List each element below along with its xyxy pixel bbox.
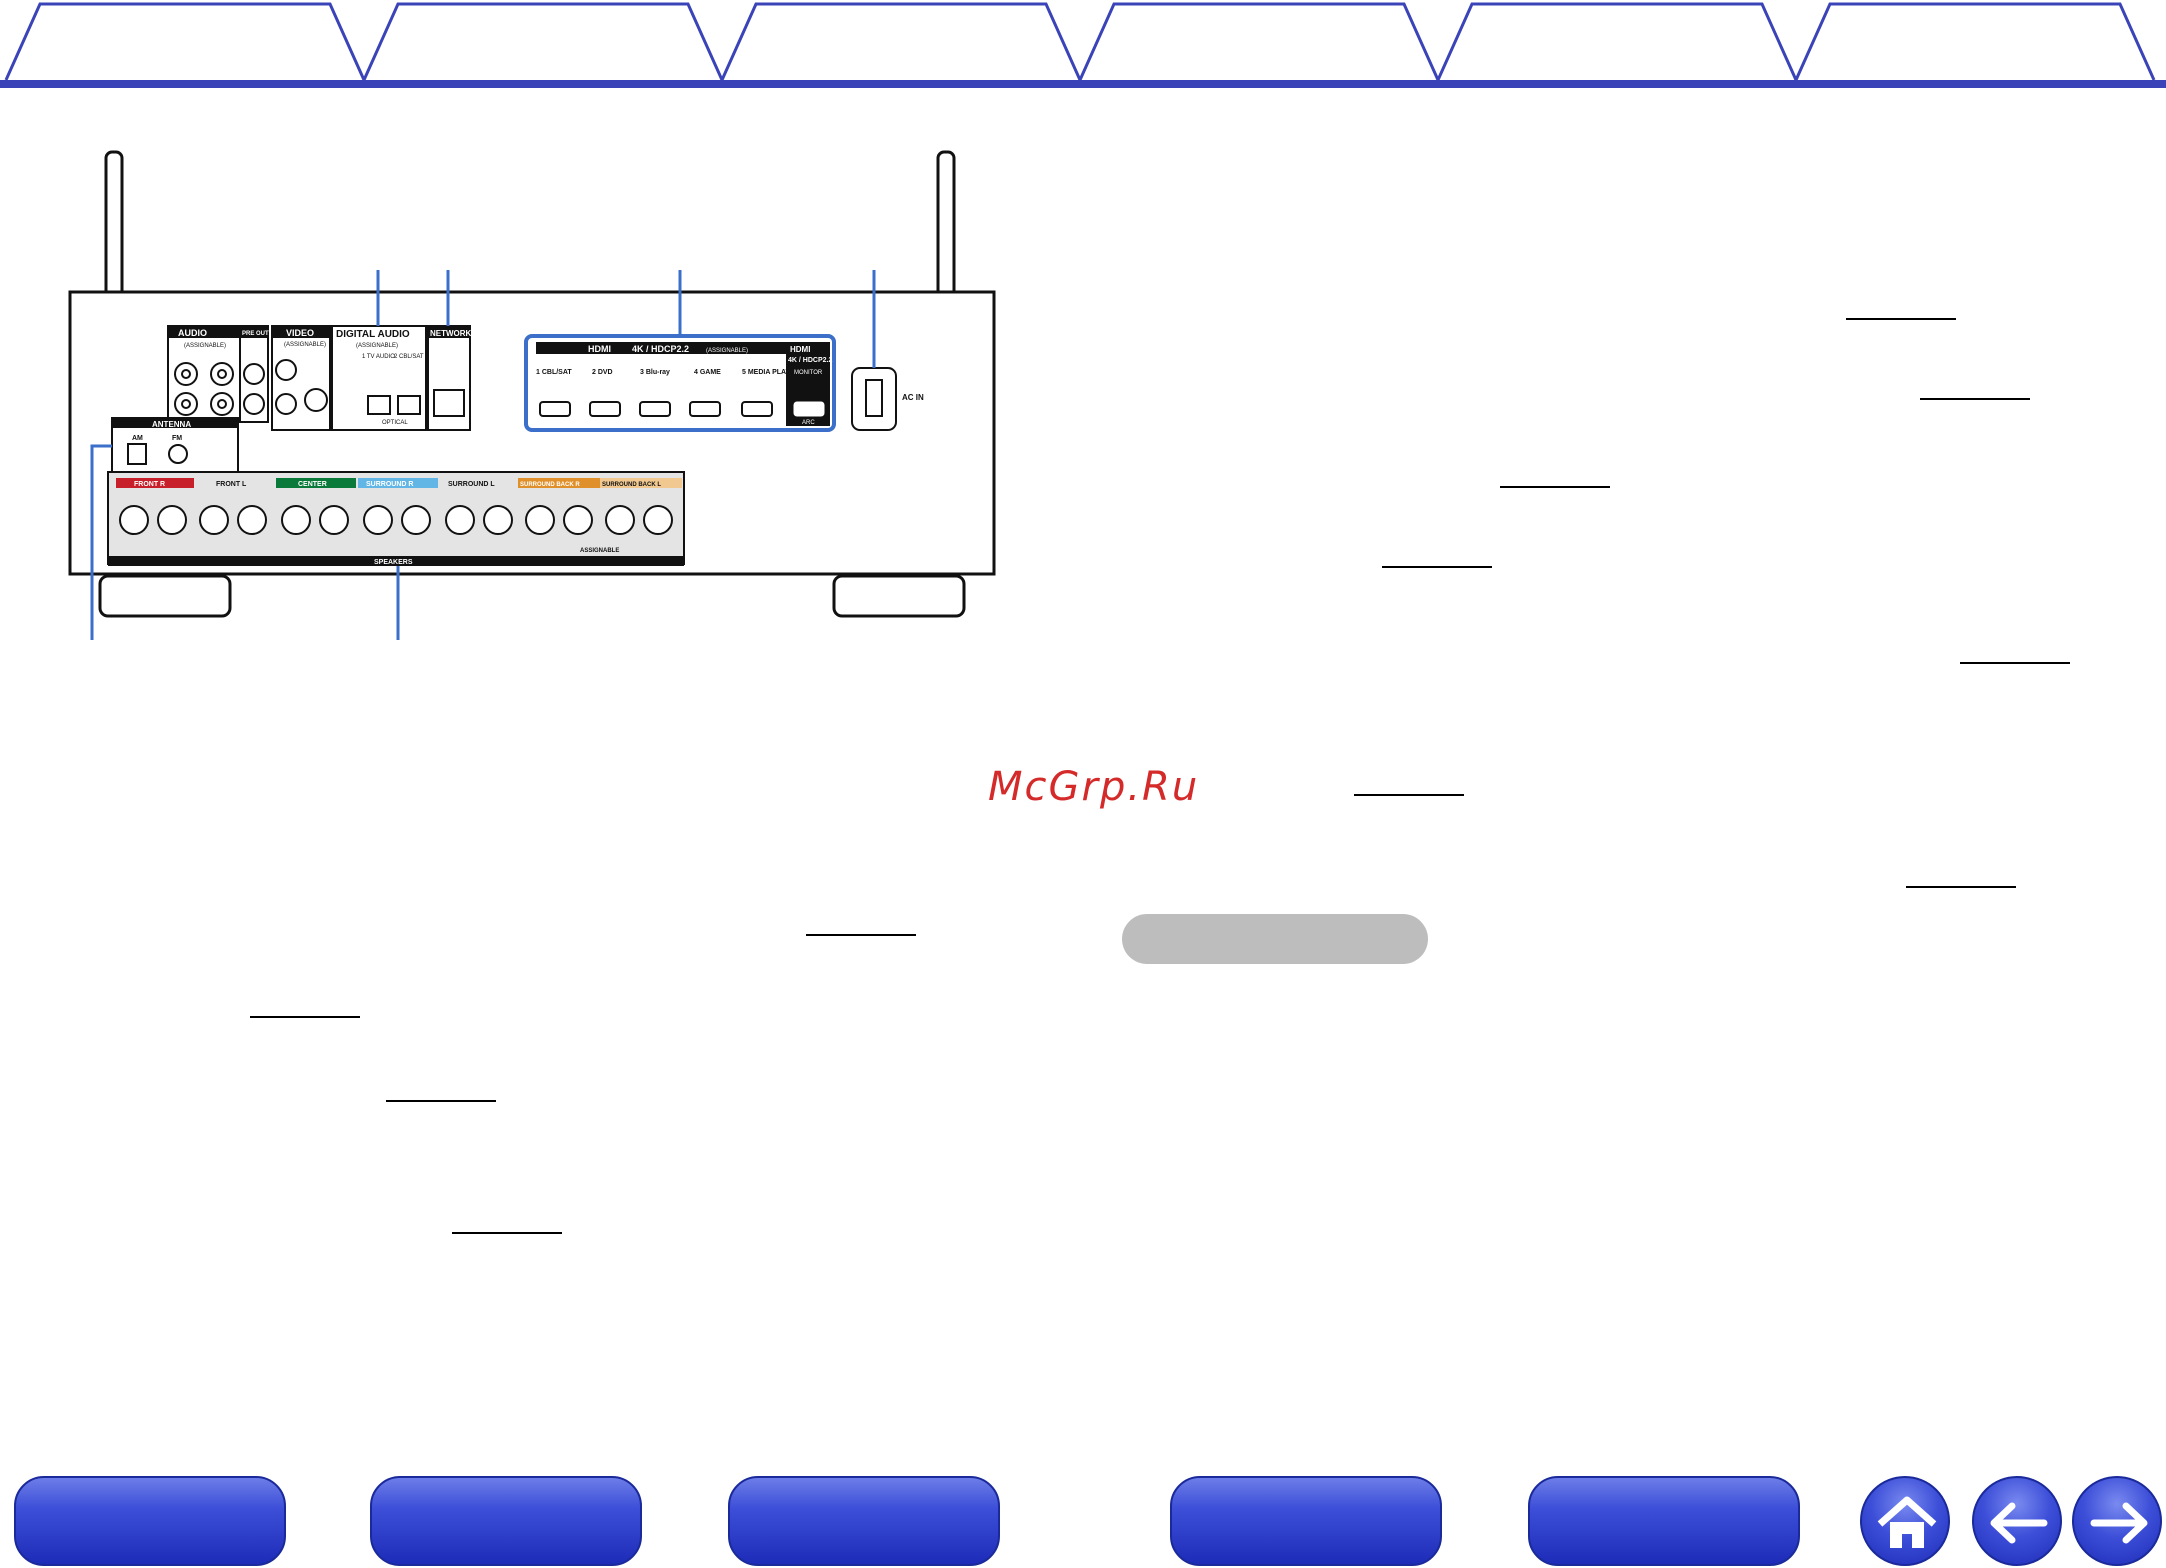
- link-underline[interactable]: [1846, 318, 1956, 320]
- link-underline[interactable]: [250, 1016, 360, 1018]
- link-underline[interactable]: [1382, 566, 1492, 568]
- svg-text:CENTER: CENTER: [298, 481, 327, 488]
- nav-button-4[interactable]: [1170, 1476, 1442, 1566]
- svg-text:(ASSIGNABLE): (ASSIGNABLE): [706, 348, 748, 354]
- svg-text:4K / HDCP2.2: 4K / HDCP2.2: [788, 357, 832, 364]
- arrow-right-icon: [2090, 1502, 2148, 1544]
- link-underline[interactable]: [1920, 398, 2030, 400]
- network-label: NETWORK: [430, 329, 472, 338]
- home-button[interactable]: [1860, 1476, 1950, 1566]
- header-rule: [0, 80, 2166, 88]
- svg-text:MONITOR: MONITOR: [794, 370, 823, 376]
- svg-text:HDMI: HDMI: [790, 345, 810, 354]
- link-underline[interactable]: [386, 1100, 496, 1102]
- tab-strip: [4, 2, 2156, 81]
- svg-text:1 TV AUDIO: 1 TV AUDIO: [362, 354, 395, 360]
- ac-in-label: AC IN: [902, 393, 924, 402]
- svg-text:FRONT L: FRONT L: [216, 481, 247, 488]
- svg-text:4K / HDCP2.2: 4K / HDCP2.2: [632, 344, 689, 354]
- svg-text:SURROUND BACK L: SURROUND BACK L: [602, 482, 661, 488]
- nav-button-1[interactable]: [14, 1476, 286, 1566]
- digital-audio-label: DIGITAL AUDIO: [336, 329, 410, 340]
- gray-pill-label: [1122, 914, 1428, 964]
- link-underline[interactable]: [1500, 486, 1610, 488]
- svg-text:(ASSIGNABLE): (ASSIGNABLE): [184, 343, 226, 349]
- svg-text:SURROUND L: SURROUND L: [448, 481, 495, 488]
- arrow-left-icon: [1990, 1502, 2048, 1544]
- rear-panel-illustration: AUDIO (ASSIGNABLE) PRE OUT VIDEO (ASSIGN…: [68, 150, 996, 640]
- svg-text:OPTICAL: OPTICAL: [382, 420, 408, 426]
- svg-text:5 MEDIA PLAYER: 5 MEDIA PLAYER: [742, 369, 800, 376]
- watermark: McGrp.Ru: [988, 764, 1200, 810]
- svg-text:PRE OUT: PRE OUT: [242, 331, 269, 337]
- speakers-label: SPEAKERS: [374, 559, 413, 566]
- forward-button[interactable]: [2072, 1476, 2162, 1566]
- link-underline[interactable]: [1906, 886, 2016, 888]
- hdmi-in-label: HDMI: [588, 344, 611, 354]
- svg-text:AM: AM: [132, 435, 143, 442]
- link-underline[interactable]: [452, 1232, 562, 1234]
- nav-button-2[interactable]: [370, 1476, 642, 1566]
- svg-text:(ASSIGNABLE): (ASSIGNABLE): [284, 342, 326, 348]
- svg-text:4 GAME: 4 GAME: [694, 369, 721, 376]
- svg-text:SURROUND R: SURROUND R: [366, 481, 413, 488]
- svg-text:ARC: ARC: [802, 420, 815, 426]
- svg-text:2 DVD: 2 DVD: [592, 369, 613, 376]
- link-underline[interactable]: [806, 934, 916, 936]
- svg-text:FM: FM: [172, 435, 182, 442]
- home-icon: [1877, 1496, 1937, 1548]
- nav-button-3[interactable]: [728, 1476, 1000, 1566]
- svg-text:ASSIGNABLE: ASSIGNABLE: [580, 548, 619, 554]
- svg-text:VIDEO: VIDEO: [286, 328, 314, 338]
- svg-text:2 CBL/SAT: 2 CBL/SAT: [394, 354, 424, 360]
- svg-text:1 CBL/SAT: 1 CBL/SAT: [536, 369, 572, 376]
- back-button[interactable]: [1972, 1476, 2062, 1566]
- svg-text:ANTENNA: ANTENNA: [152, 420, 191, 429]
- audio-in-label: AUDIO: [178, 328, 207, 338]
- svg-text:(ASSIGNABLE): (ASSIGNABLE): [356, 343, 398, 349]
- link-underline[interactable]: [1960, 662, 2070, 664]
- link-underline[interactable]: [1354, 794, 1464, 796]
- svg-text:3 Blu-ray: 3 Blu-ray: [640, 369, 670, 376]
- nav-button-5[interactable]: [1528, 1476, 1800, 1566]
- svg-text:SURROUND BACK R: SURROUND BACK R: [520, 482, 580, 488]
- svg-text:FRONT R: FRONT R: [134, 481, 165, 488]
